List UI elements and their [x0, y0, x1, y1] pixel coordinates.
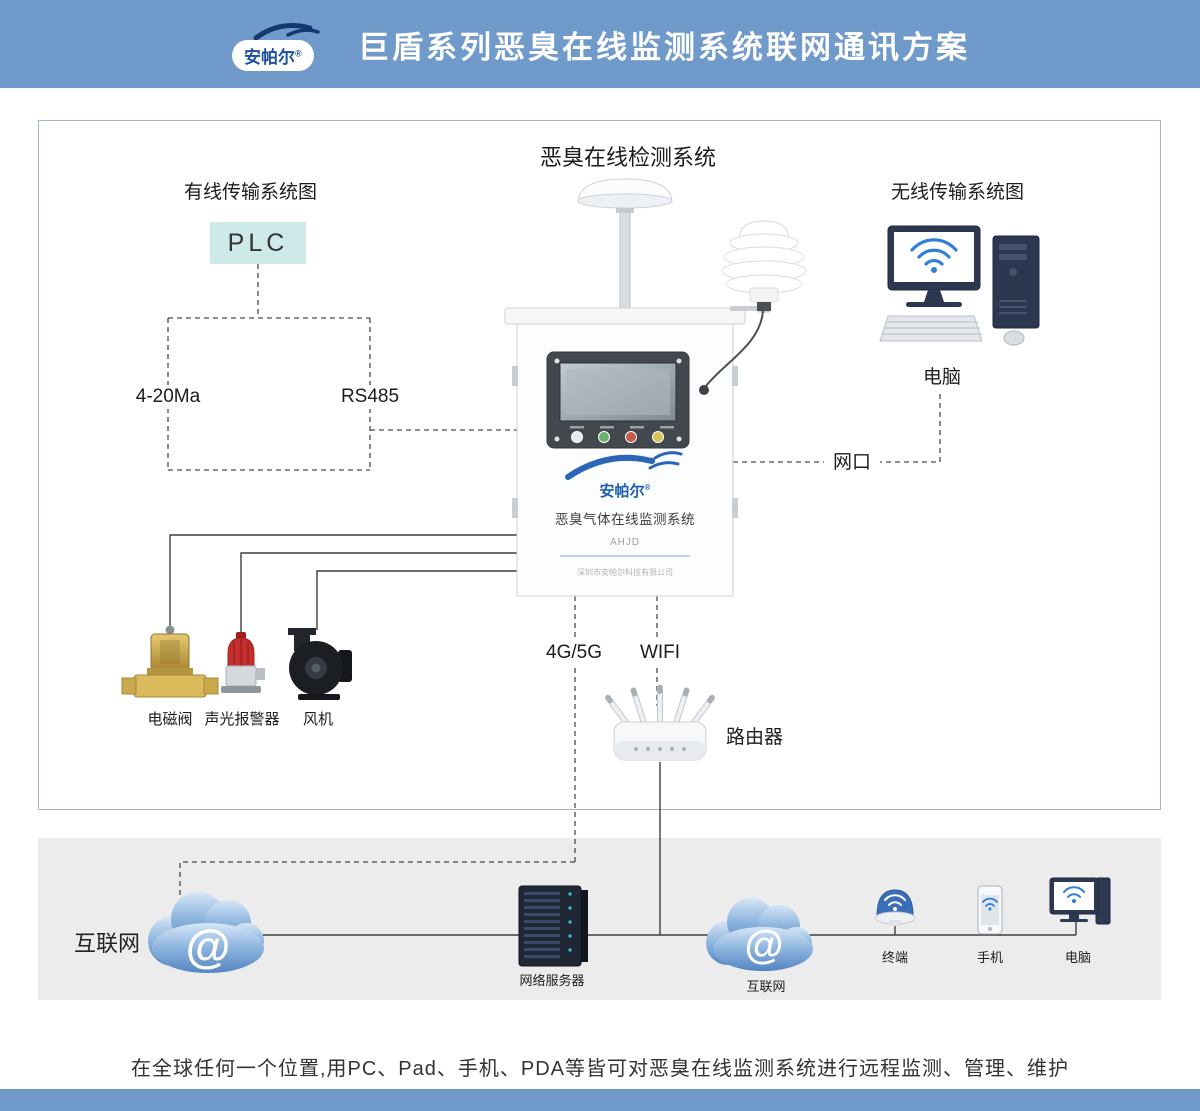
router-label: 路由器 [726, 727, 784, 748]
cabinet-brand: 安帕尔® [599, 483, 651, 500]
wired-dashed-lines [167, 264, 517, 471]
4g5g-label: 4G/5G [535, 641, 613, 665]
plc-box: PLC [210, 222, 306, 264]
fan-label: 风机 [302, 711, 333, 728]
internet-cloud-right-art: @ [706, 898, 813, 971]
wired-section-title: 有线传输系统图 [183, 182, 317, 203]
monitor-cabinet-art [504, 178, 746, 597]
internet-lines [252, 762, 1077, 936]
terminal-art [874, 889, 916, 926]
weather-sensor-art [705, 220, 807, 387]
alarm-art [221, 632, 265, 693]
band-pc-label: 电脑 [1064, 950, 1091, 965]
brand-logo: 安帕尔® [230, 16, 332, 72]
cabinet-name: 恶臭气体在线监测系统 [555, 512, 695, 527]
net-port-label: 网口 [824, 451, 880, 475]
wifi-label: WIFI [628, 641, 692, 665]
internet-right-label: 互联网 [746, 979, 786, 994]
cabinet-company: 深圳市安帕尔科技有限公司 [577, 568, 673, 577]
logo-swoosh-icon [253, 23, 320, 41]
fan-art [288, 628, 352, 700]
footer-bar [0, 1089, 1200, 1111]
server-art [518, 885, 588, 967]
cabinet-model: AHJD [609, 537, 641, 548]
phone-art [977, 885, 1003, 935]
internet-left-label: 互联网 [73, 931, 140, 956]
valve-label: 电磁阀 [147, 711, 193, 728]
header-bar: 安帕尔® 巨盾系列恶臭在线监测系统联网通讯方案 [0, 0, 1200, 88]
at-symbol: @ [744, 923, 783, 967]
diagram-title: 恶臭在线检测系统 [539, 145, 716, 170]
analog-signal-label: 4-20Ma [123, 385, 213, 409]
computer-art [879, 225, 1040, 346]
valve-art [121, 625, 219, 698]
terminal-label: 终端 [881, 950, 908, 965]
server-label: 网络服务器 [519, 973, 585, 988]
wireless-section-title: 无线传输系统图 [890, 182, 1024, 203]
band-pc-art [1049, 877, 1111, 925]
footer-caption: 在全球任何一个位置,用PC、Pad、手机、PDA等皆可对恶臭在线监测系统进行远程… [130, 1058, 1070, 1080]
output-lines [169, 534, 517, 636]
logo-text: 安帕尔® [232, 40, 314, 71]
router-antennas [604, 684, 716, 729]
internet-cloud-left-art: @ [148, 892, 264, 973]
page-title: 巨盾系列恶臭在线监测系统联网通讯方案 [358, 29, 970, 65]
router-art [604, 684, 716, 761]
pc-label: 电脑 [922, 367, 961, 388]
at-symbol: @ [186, 920, 231, 972]
alarm-label: 声光报警器 [204, 711, 280, 728]
rs485-label: RS485 [325, 385, 415, 409]
phone-label: 手机 [976, 950, 1003, 965]
